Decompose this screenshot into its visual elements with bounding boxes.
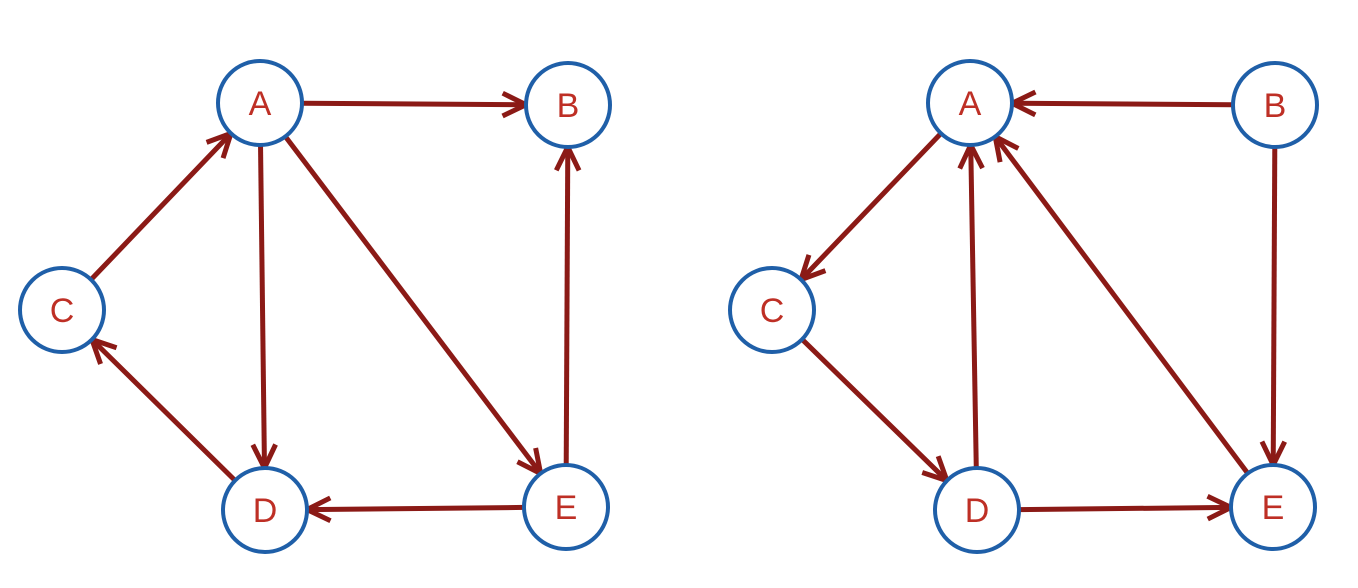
edge-D-to-E: [1018, 504, 1232, 513]
graph-left-edges: [87, 90, 582, 524]
edge-A-to-C: [799, 131, 943, 282]
node-circle-A[interactable]: [216, 59, 304, 147]
node-label-C: C: [50, 292, 75, 330]
node-D[interactable]: D: [221, 466, 309, 554]
node-label-A: A: [959, 85, 982, 123]
node-circle-A[interactable]: [926, 59, 1014, 147]
node-D[interactable]: D: [933, 466, 1021, 554]
node-label-D: D: [965, 492, 990, 530]
node-circle-D[interactable]: [933, 466, 1021, 554]
node-label-E: E: [1262, 489, 1285, 527]
edge-D-to-A: [968, 144, 979, 469]
nodes-layer: A B C D E A B C D E: [18, 59, 1319, 554]
node-E[interactable]: E: [522, 463, 610, 551]
node-label-D: D: [253, 492, 278, 530]
edge-C-to-D: [800, 337, 949, 483]
edge-B-to-A: [1011, 100, 1234, 108]
node-B[interactable]: B: [524, 61, 612, 149]
node-circle-E[interactable]: [522, 463, 610, 551]
node-C[interactable]: C: [18, 266, 106, 354]
node-circle-C[interactable]: [18, 266, 106, 354]
node-E[interactable]: E: [1229, 463, 1317, 551]
node-B[interactable]: B: [1231, 61, 1319, 149]
edge-A-to-B: [301, 100, 527, 108]
graph-right-edges: [797, 89, 1287, 522]
node-circle-B[interactable]: [1231, 61, 1319, 149]
edge-D-to-C: [90, 337, 237, 483]
node-circle-B[interactable]: [524, 61, 612, 149]
node-label-A: A: [249, 85, 272, 123]
node-label-E: E: [555, 489, 578, 527]
node-C[interactable]: C: [728, 266, 816, 354]
node-label-B: B: [1264, 87, 1287, 125]
node-A[interactable]: A: [216, 59, 304, 147]
edge-C-to-A: [89, 131, 233, 282]
node-label-C: C: [760, 292, 785, 330]
edge-E-to-D: [306, 504, 525, 513]
graph-right-nodes: A B C D E: [728, 59, 1319, 554]
node-label-B: B: [557, 87, 580, 125]
edge-E-to-A: [993, 135, 1250, 475]
graph-left-nodes: A B C D E: [18, 59, 612, 554]
node-circle-E[interactable]: [1229, 463, 1317, 551]
edge-E-to-B: [563, 146, 571, 466]
node-circle-D[interactable]: [221, 466, 309, 554]
edges-layer: [87, 89, 1287, 524]
node-circle-C[interactable]: [728, 266, 816, 354]
edge-B-to-E: [1270, 146, 1278, 466]
node-A[interactable]: A: [926, 59, 1014, 147]
edge-A-to-E: [283, 134, 543, 476]
edge-A-to-D: [258, 144, 267, 469]
